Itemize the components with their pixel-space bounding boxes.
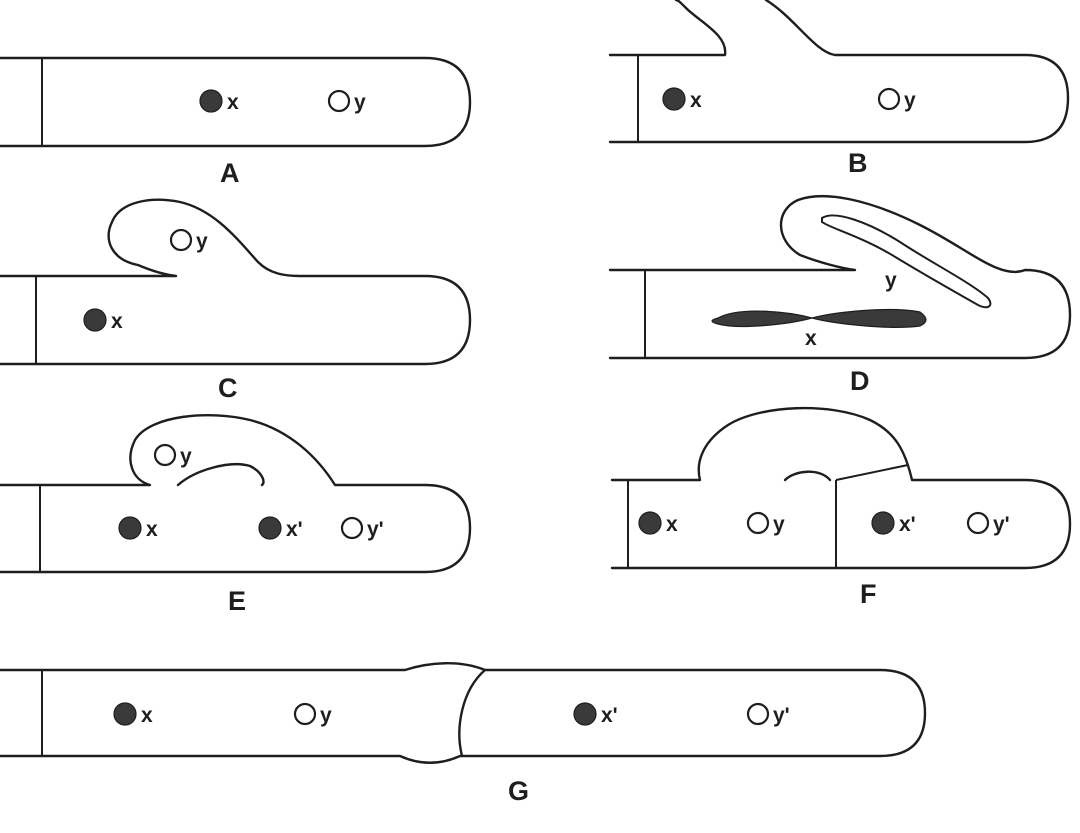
nucleus-e-x-prime <box>258 516 282 540</box>
clamp-fusion-g <box>458 668 487 758</box>
hypha-b <box>608 0 1070 144</box>
label-g-y-prime: y' <box>773 704 790 727</box>
nucleus-f-y <box>746 511 770 535</box>
panel-b: x y B <box>608 0 1070 178</box>
nucleus-e-y <box>153 443 177 467</box>
nucleus-e-y-prime <box>340 516 364 540</box>
nucleus-f-x-prime <box>871 511 895 535</box>
nucleus-c-x <box>83 308 107 332</box>
dividing-nucleus-d-y <box>821 214 992 309</box>
nucleus-g-y <box>293 702 317 726</box>
label-c-x: x <box>111 310 123 333</box>
hypha-d <box>608 194 1072 360</box>
nucleus-a-y <box>327 89 351 113</box>
label-e-y-prime: y' <box>367 518 384 541</box>
panel-label-f: F <box>860 579 877 609</box>
nucleus-g-y-prime <box>746 702 770 726</box>
label-d-y: y <box>885 269 897 292</box>
label-f-x: x <box>666 513 678 536</box>
label-f-y: y <box>773 513 785 536</box>
panel-label-b: B <box>848 148 868 178</box>
hypha-c <box>0 198 472 366</box>
label-b-x: x <box>690 89 702 112</box>
panel-label-g: G <box>508 776 529 806</box>
label-g-x: x <box>141 704 153 727</box>
nucleus-f-x <box>638 511 662 535</box>
panel-label-c: C <box>218 373 238 403</box>
label-a-y: y <box>354 91 366 114</box>
panel-a: x y A <box>0 56 472 188</box>
label-e-x: x <box>146 518 158 541</box>
nucleus-e-x <box>118 516 142 540</box>
nucleus-a-x <box>199 89 223 113</box>
label-d-x: x <box>805 327 817 350</box>
panel-g: x y x' y' G <box>0 662 927 806</box>
nucleus-c-y <box>169 228 193 252</box>
hypha-g <box>0 662 927 764</box>
label-e-y: y <box>180 445 192 468</box>
label-f-x-prime: x' <box>899 513 916 536</box>
hypha-e <box>0 413 472 574</box>
label-c-y: y <box>196 230 208 253</box>
clamp-loop-f <box>783 470 832 482</box>
nucleus-g-x <box>113 702 137 726</box>
nucleus-b-x <box>662 87 686 111</box>
panel-e: x x' y' y E <box>0 413 472 616</box>
panel-d: x y D <box>608 194 1072 396</box>
nucleus-f-y-prime <box>966 511 990 535</box>
label-g-y: y <box>320 704 332 727</box>
label-g-x-prime: x' <box>601 704 618 727</box>
panel-f: x y x' y' F <box>610 406 1072 609</box>
nucleus-g-x-prime <box>573 702 597 726</box>
label-b-y: y <box>904 89 916 112</box>
panel-label-d: D <box>850 366 870 396</box>
label-e-x-prime: x' <box>286 518 303 541</box>
septum-f-clamp <box>835 464 909 481</box>
dividing-nucleus-d-x <box>711 308 927 328</box>
panel-label-a: A <box>220 158 240 188</box>
hypha-f <box>610 406 1072 570</box>
panel-c: x y C <box>0 198 472 403</box>
panel-label-e: E <box>228 586 246 616</box>
clamp-loop-e <box>176 463 265 487</box>
nucleus-b-y <box>877 87 901 111</box>
label-a-x: x <box>227 91 239 114</box>
hypha-a <box>0 56 472 148</box>
label-f-y-prime: y' <box>993 513 1010 536</box>
